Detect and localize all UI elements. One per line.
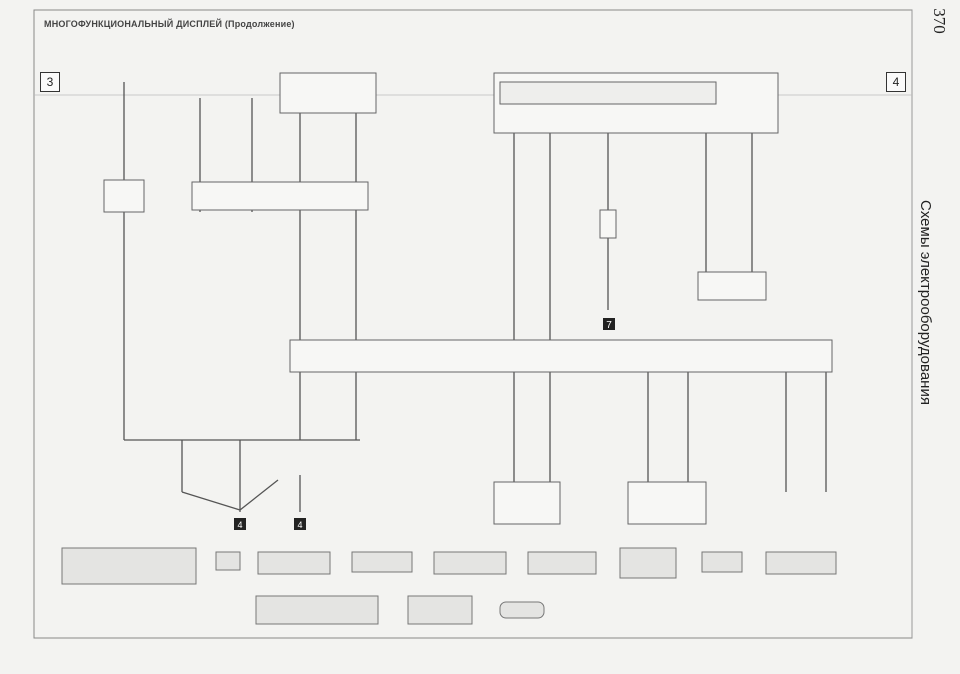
pinout-12: [499, 601, 545, 619]
sensor-element: [599, 209, 617, 239]
connector-pinouts: [61, 547, 837, 625]
diagram-title: МНОГОФУНКЦИОНАЛЬНЫЙ ДИСПЛЕЙ (Продолжение…: [44, 19, 295, 29]
marker-b-box: [294, 518, 306, 530]
marker-b: 4: [297, 520, 302, 530]
marker-a-box: [234, 518, 246, 530]
ecu-upper-left: [279, 72, 377, 114]
components: [103, 72, 833, 525]
pinout-1: [61, 547, 197, 585]
relay-block: [103, 179, 145, 213]
pinout-4: [351, 551, 413, 573]
pinout-3: [257, 551, 331, 575]
connector-a: [191, 181, 369, 211]
ground-marker-box: [603, 318, 615, 330]
pinout-8: [701, 551, 743, 573]
pinout-2: [215, 551, 241, 571]
pinout-10: [255, 595, 379, 625]
marker-a: 4: [237, 520, 242, 530]
sensor-box: [697, 271, 767, 301]
pinout-11: [407, 595, 473, 625]
climate-ecu-left: [493, 481, 561, 525]
page-ref-right[interactable]: 4: [886, 72, 906, 92]
pinout-6: [527, 551, 597, 575]
climate-ecu-right: [627, 481, 707, 525]
pinout-5: [433, 551, 507, 575]
ground-marker: 7: [606, 320, 612, 331]
junction-bar: [289, 339, 833, 373]
diagram-frame: [33, 9, 913, 639]
pinout-9: [765, 551, 837, 575]
pinout-7: [619, 547, 677, 579]
page-ref-left[interactable]: 3: [40, 72, 60, 92]
